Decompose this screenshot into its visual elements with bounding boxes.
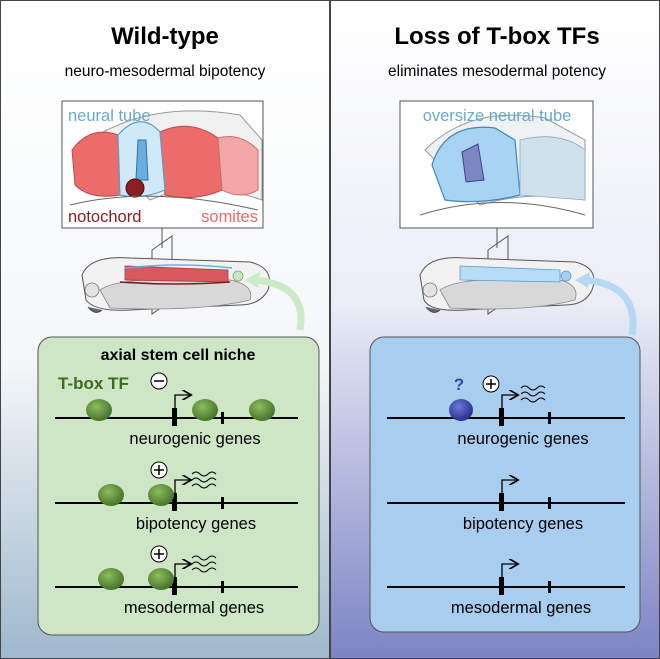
right-gene-row-bipotency: bipotency genes bbox=[387, 480, 625, 533]
left-niche-arrow bbox=[254, 276, 305, 331]
transcription-wave-icon bbox=[191, 471, 217, 489]
niche-title: axial stem cell niche bbox=[101, 347, 256, 364]
tbox-tf-icon bbox=[86, 399, 112, 421]
somite-right-shape bbox=[159, 125, 223, 199]
left-cross-section-inset: neural tube notochord somites bbox=[61, 100, 264, 229]
right-subtitle: eliminates mesodermal potency bbox=[388, 63, 606, 80]
somite-left-shape bbox=[71, 131, 121, 197]
right-niche-arrow bbox=[584, 276, 637, 336]
somites-label: somites bbox=[201, 208, 258, 226]
left-gene-row-neurogenic: neurogenic genes bbox=[55, 395, 298, 448]
notochord-label: notochord bbox=[68, 208, 141, 226]
notochord-shape bbox=[125, 178, 145, 198]
tbox-tf-label: T-box TF bbox=[58, 374, 129, 393]
tbox-tf-icon bbox=[98, 484, 124, 506]
neural-tube-label: neural tube bbox=[68, 107, 151, 125]
left-gene-row-bipotency: bipotency genes bbox=[55, 461, 298, 533]
tbox-tf-icon bbox=[148, 484, 174, 506]
oversize-neural-tube-label: oversize neural tube bbox=[423, 107, 572, 125]
gene-label: bipotency genes bbox=[463, 515, 583, 533]
unknown-factor-label: ? bbox=[454, 375, 464, 394]
right-embryo bbox=[419, 257, 595, 313]
left-subtitle: neuro-mesodermal bipotency bbox=[65, 63, 266, 80]
tbox-tf-icon bbox=[148, 568, 174, 590]
gene-label: mesodermal genes bbox=[124, 599, 264, 617]
gene-label: bipotency genes bbox=[136, 515, 256, 533]
tbox-tf-icon bbox=[249, 399, 275, 421]
right-title: Loss of T-box TFs bbox=[394, 23, 599, 50]
left-embryo bbox=[81, 257, 270, 313]
tbox-tf-icon bbox=[98, 568, 124, 590]
tbox-tf-icon bbox=[192, 399, 218, 421]
right-gene-row-mesodermal: mesodermal genes bbox=[387, 564, 625, 617]
right-niche-box bbox=[369, 336, 641, 633]
right-gene-row-neurogenic: ? neurogenic genes bbox=[387, 375, 625, 448]
transcription-wave-icon bbox=[520, 385, 546, 403]
gene-label: neurogenic genes bbox=[457, 430, 588, 448]
right-cross-section-inset: oversize neural tube bbox=[399, 100, 594, 229]
gene-label: neurogenic genes bbox=[129, 430, 260, 448]
left-title: Wild-type bbox=[111, 23, 219, 50]
transcription-wave-icon bbox=[191, 555, 217, 573]
unknown-factor-icon bbox=[449, 399, 473, 421]
gene-label: mesodermal genes bbox=[451, 599, 591, 617]
left-gene-row-mesodermal: mesodermal genes bbox=[55, 545, 298, 617]
